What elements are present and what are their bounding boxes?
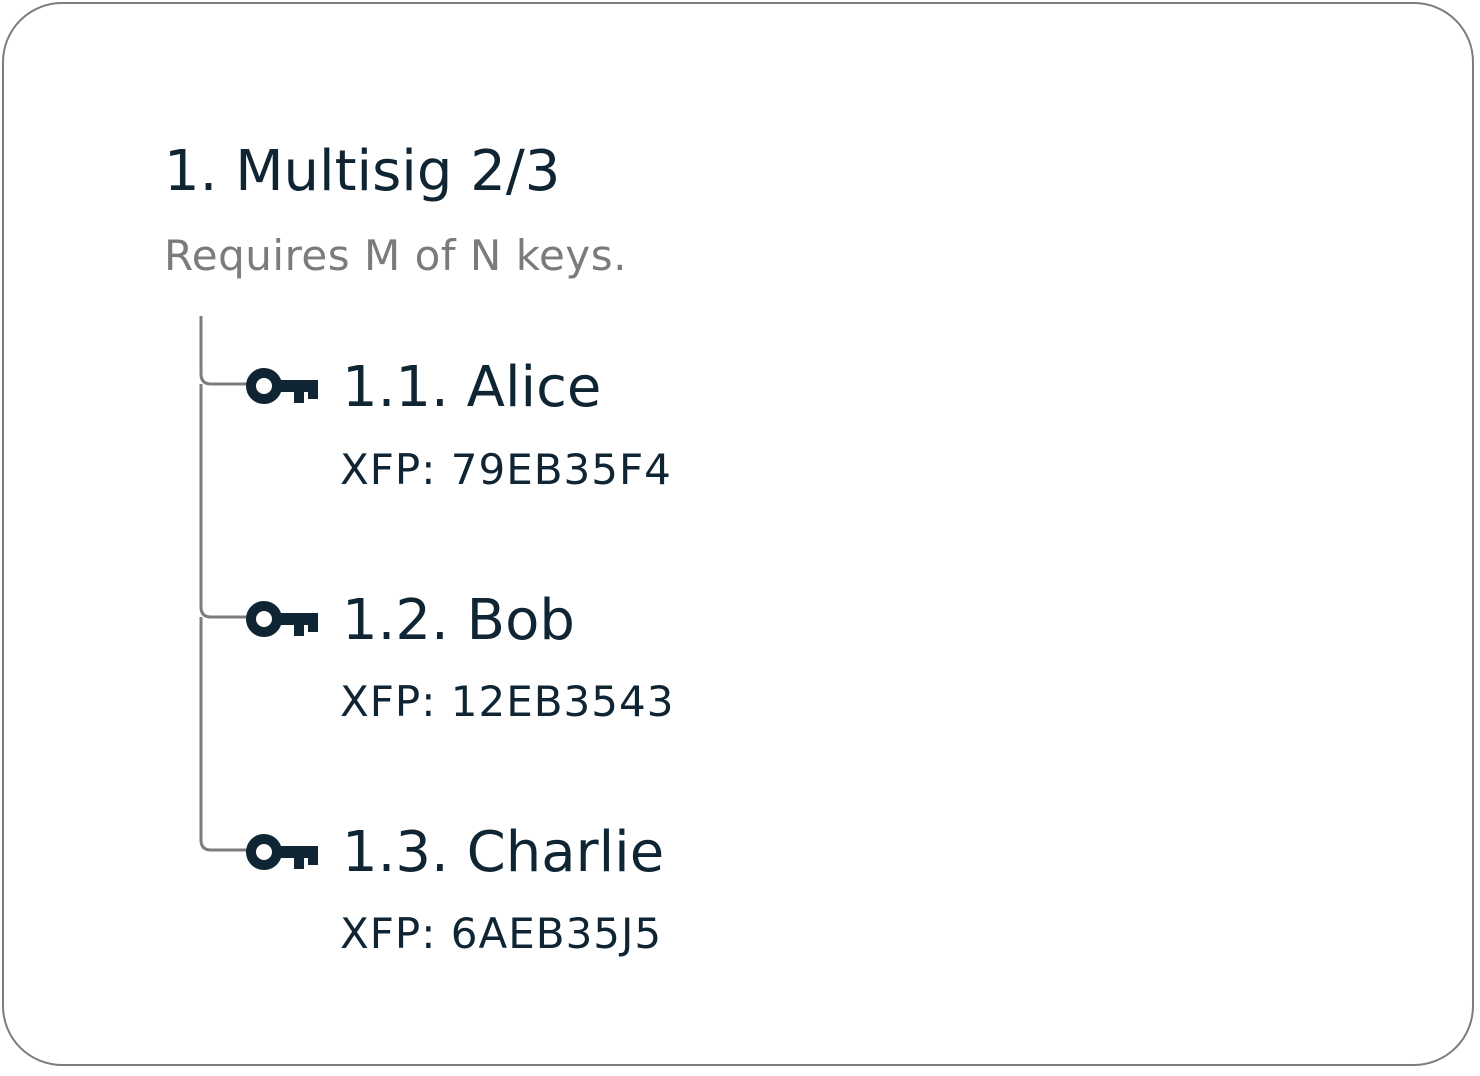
policy-title: 1. Multisig 2/3	[164, 139, 561, 204]
key-name-charlie: 1.3. Charlie	[342, 820, 665, 885]
key-icon	[244, 366, 320, 406]
key-icon	[244, 832, 320, 872]
key-icon	[244, 599, 320, 639]
policy-description: Requires M of N keys.	[164, 231, 627, 280]
key-name-alice: 1.1. Alice	[342, 355, 602, 420]
key-xfp-charlie: XFP: 6AEB35J5	[340, 909, 663, 958]
key-name-bob: 1.2. Bob	[342, 588, 575, 653]
key-xfp-alice: XFP: 79EB35F4	[340, 445, 672, 494]
key-xfp-bob: XFP: 12EB3543	[340, 677, 675, 726]
